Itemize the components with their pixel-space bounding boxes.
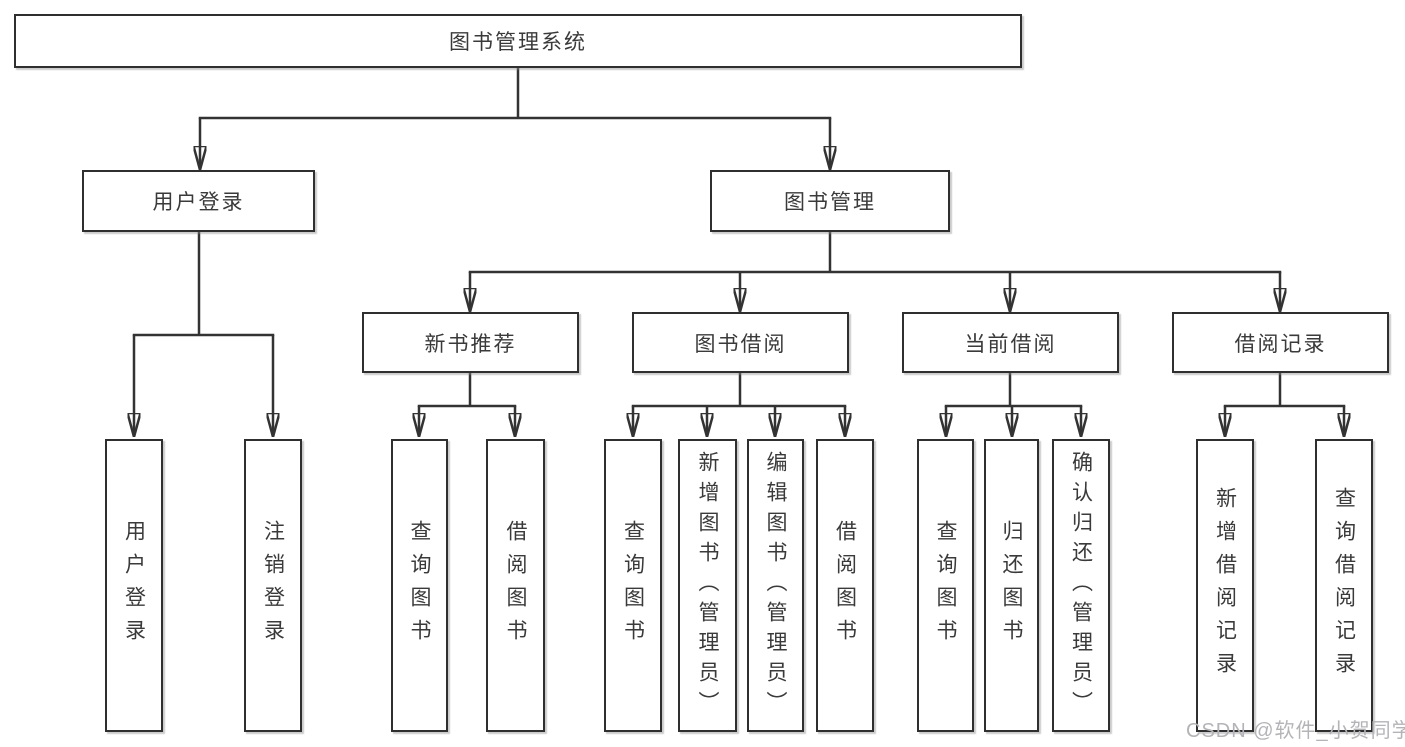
leaf-query-book-borrow: 查询图书 — [604, 439, 662, 732]
connector-root — [200, 66, 830, 168]
csdn-watermark: CSDN @软件_小贺同学 — [1186, 720, 1405, 742]
leaf-return-book: 归还图书 — [984, 439, 1039, 732]
leaf-query-book-current-label: 查询图书 — [934, 519, 958, 652]
leaf-query-book-recommend: 查询图书 — [391, 439, 448, 732]
leaf-logout: 注销登录 — [244, 439, 302, 732]
connector-new-book-recommend — [419, 371, 515, 435]
node-current-borrow-label: 当前借阅 — [964, 332, 1057, 356]
node-borrow-records: 借阅记录 — [1172, 312, 1389, 373]
leaf-return-book-label: 归还图书 — [1000, 519, 1024, 652]
leaf-confirm-return-admin: 确认归还（管理员） — [1052, 439, 1110, 732]
leaf-query-borrow-record-label: 查询借阅记录 — [1332, 486, 1356, 685]
leaf-query-book-current: 查询图书 — [917, 439, 974, 732]
leaf-borrow-book-recommend-label: 借阅图书 — [504, 519, 528, 652]
node-user-login: 用户登录 — [82, 170, 315, 232]
leaf-add-book-admin-label: 新增图书（管理员） — [696, 450, 720, 721]
leaf-query-borrow-record: 查询借阅记录 — [1315, 439, 1373, 732]
leaf-add-borrow-record-label: 新增借阅记录 — [1213, 486, 1237, 685]
node-root-system: 图书管理系统 — [14, 14, 1022, 68]
leaf-borrow-book: 借阅图书 — [816, 439, 874, 732]
node-borrow-records-label: 借阅记录 — [1234, 332, 1327, 356]
node-book-borrow-label: 图书借阅 — [694, 332, 787, 356]
leaf-query-book-recommend-label: 查询图书 — [408, 519, 432, 652]
leaf-add-borrow-record: 新增借阅记录 — [1196, 439, 1254, 732]
connector-user-login — [134, 230, 273, 435]
node-current-borrow: 当前借阅 — [902, 312, 1119, 373]
leaf-user-login-label: 用户登录 — [122, 519, 146, 652]
leaf-borrow-book-label: 借阅图书 — [833, 519, 857, 652]
node-book-management-label: 图书管理 — [784, 191, 876, 214]
leaf-confirm-return-admin-label: 确认归还（管理员） — [1069, 450, 1093, 721]
leaf-user-login: 用户登录 — [105, 439, 163, 732]
connector-borrow-records — [1225, 371, 1344, 435]
connector-book-borrow — [633, 371, 845, 435]
leaf-edit-book-admin-label: 编辑图书（管理员） — [764, 450, 788, 721]
connector-book-management — [470, 230, 1280, 310]
node-root-system-label: 图书管理系统 — [449, 31, 587, 54]
connector-current-borrow — [946, 371, 1081, 435]
node-book-borrow: 图书借阅 — [632, 312, 849, 373]
leaf-borrow-book-recommend: 借阅图书 — [486, 439, 545, 732]
node-new-book-recommend-label: 新书推荐 — [424, 332, 517, 356]
leaf-add-book-admin: 新增图书（管理员） — [678, 439, 737, 732]
leaf-query-book-borrow-label: 查询图书 — [621, 519, 645, 652]
leaf-edit-book-admin: 编辑图书（管理员） — [747, 439, 804, 732]
leaf-logout-label: 注销登录 — [261, 519, 285, 652]
node-book-management: 图书管理 — [710, 170, 950, 232]
node-new-book-recommend: 新书推荐 — [362, 312, 579, 373]
node-user-login-label: 用户登录 — [152, 191, 245, 214]
